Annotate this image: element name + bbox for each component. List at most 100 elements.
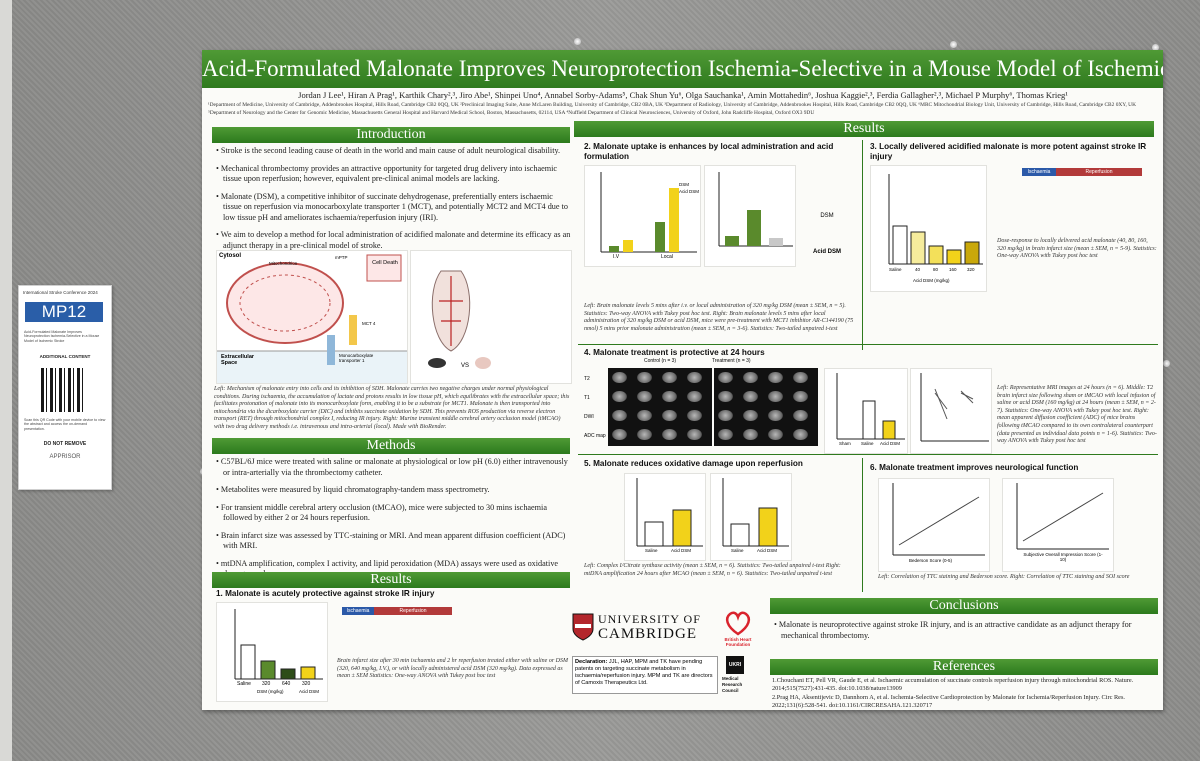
result1-caption: Brain infarct size after 30 min ischaemi…: [337, 658, 568, 680]
sign-code: MP12: [25, 302, 103, 322]
result1-x-label: 320: [302, 681, 311, 687]
row-divider: [578, 344, 1158, 345]
result2-mct1-inhibitor-chart: [704, 165, 796, 267]
methods-bullet: • Metabolites were measured by liquid ch…: [216, 485, 490, 494]
sign-scan-text: Scan this QR Code with your mobile devic…: [24, 418, 106, 431]
declaration-label: Declaration:: [575, 659, 608, 665]
reperfusion-bar: Reperfusion: [1056, 168, 1142, 176]
reference-item: 2.Prag HA, Aksentijevic D, Dannhorn A, e…: [772, 694, 1125, 709]
result3-x-label: 160: [949, 267, 957, 272]
result2-dsm-structure: DSM Acid DSM: [802, 175, 852, 265]
poster-authors: Jordan J Lee¹, Hiran A Prag¹, Karthik Ch…: [298, 90, 1068, 100]
result6-bederson-chart: Bederson Score (0-5): [878, 478, 990, 572]
mrc-logo-text: Medical Research Council: [722, 676, 743, 693]
result5-x-label: Acid DSM: [757, 548, 778, 553]
conclusions-bullets: • Malonate is neuroprotective against st…: [772, 620, 1156, 648]
mptp-label: mPTP: [335, 255, 348, 260]
result1-timeline: Ischaemia Reperfusion: [342, 607, 452, 619]
result1-x-group: Acid DSM: [299, 689, 320, 694]
result6-caption: Left: Correlation of TTC staining and Be…: [878, 574, 1130, 580]
result1-x-label: Saline: [237, 681, 251, 687]
methods-bullets: • C57BL/6J mice were treated with saline…: [214, 457, 572, 587]
result1-subheading: 1. Malonate is acutely protective agains…: [216, 589, 435, 598]
result4-group-control: Control (n = 3): [644, 358, 677, 364]
result1-infarct-chart: Saline 320 640 320 DSM (mg/kg) Acid DSM: [216, 602, 328, 702]
result4-x-label: Saline: [861, 441, 874, 446]
result3-x-label: 80: [933, 267, 939, 272]
mri-row-label: T2: [584, 376, 590, 382]
declaration-text: JJL, HAP, MPM and TK have pending patent…: [575, 659, 713, 686]
ischaemia-bar: Ischaemia: [1022, 168, 1056, 176]
qr-code[interactable]: [41, 368, 85, 412]
result2-malonate-iv-local-chart: I.V Local DSM Acid DSM: [584, 165, 701, 267]
mri-row-label: T1: [584, 395, 590, 401]
result4-x-label: Sham: [839, 441, 851, 446]
sign-additional-content: ADDITIONAL CONTENT: [39, 354, 91, 359]
mri-row-label: DWI: [584, 414, 594, 420]
column-divider: [862, 140, 863, 350]
result5-caption: Left: Complex I/Citrate synthase activit…: [584, 563, 841, 577]
dsm-structure-label: DSM: [820, 213, 834, 219]
push-pin-icon: [1163, 360, 1170, 367]
introduction-bullets: • Stroke is the second leading cause of …: [214, 146, 572, 258]
board-frame: [0, 0, 12, 761]
extracellular-label: Extracellular Space: [221, 354, 255, 366]
result3-x-label: 320: [967, 267, 975, 272]
sign-abstract-title: Acid-Formulated Malonate Improves Neurop…: [24, 330, 100, 343]
push-pin-icon: [574, 38, 581, 45]
conclusion-bullet: • Malonate is neuroprotective against st…: [774, 620, 1132, 640]
push-pin-icon: [950, 41, 957, 48]
ischaemia-bar: Ischaemia: [342, 607, 374, 615]
result4-adc-chart: [910, 368, 992, 454]
results-heading-right: Results: [574, 121, 1154, 137]
session-sign-card: International Stroke Conference 2024 MP1…: [18, 285, 112, 490]
result1-x-label: 320: [262, 681, 271, 687]
mri-images-treatment: [714, 368, 818, 446]
methods-bullet: • For transient middle cerebral artery o…: [216, 502, 547, 523]
result5-complex-i-chart: Saline Acid DSM: [624, 473, 706, 561]
result2-x-label: I.V: [613, 254, 620, 260]
mct4-label: MCT 4: [362, 321, 376, 326]
declaration-box: Declaration: JJL, HAP, MPM and TK have p…: [572, 656, 718, 694]
push-pin-icon: [1152, 44, 1159, 51]
methods-bullet: • C57BL/6J mice were treated with saline…: [216, 457, 568, 477]
result2-subheading: 2. Malonate uptake is enhances by local …: [584, 142, 834, 161]
bhf-logo-text: British Heart Foundation: [724, 637, 752, 647]
result3-dose-response-chart: Saline 40 80 160 320 Acid DSM (mg/kg): [870, 165, 987, 292]
intro-bullet: • Malonate (DSM), a competitive inhibito…: [216, 191, 568, 222]
result6-x-label: Bederson Score (0-5): [909, 558, 953, 563]
cambridge-crest-icon: [572, 613, 594, 641]
mct1-label: Monocarboxylate transporter 1: [339, 353, 374, 363]
methods-bullet: • Brain infarct size was assessed by TTC…: [216, 530, 566, 551]
result4-subheading: 4. Malonate treatment is protective at 2…: [584, 348, 765, 357]
intro-bullet: • Mechanical thrombectomy provides an at…: [216, 163, 558, 184]
poster-title: Acid-Formulated Malonate Improves Neurop…: [202, 50, 1163, 88]
result2-caption: Left: Brain malonate levels 5 mins after…: [584, 303, 854, 332]
result2-legend-dsm: DSM: [679, 182, 689, 187]
result4-x-label: Acid DSM: [880, 441, 901, 446]
poster-affiliations: ¹Department of Medicine, University of C…: [208, 102, 1136, 116]
acid-dsm-structure-label: Acid DSM: [812, 249, 841, 255]
result2-legend-acid-dsm: Acid DSM: [679, 189, 700, 194]
result5-subheading: 5. Malonate reduces oxidative damage upo…: [584, 459, 803, 468]
result3-subheading: 3. Locally delivered acidified malonate …: [870, 142, 1147, 161]
result2-x-label: Local: [661, 254, 673, 260]
methods-heading: Methods: [212, 438, 570, 454]
sign-do-not-remove: DO NOT REMOVE: [43, 441, 87, 447]
references-heading: References: [770, 659, 1158, 675]
cambridge-line2: CAMBRIDGE: [598, 626, 698, 642]
result4-t2-infarct-chart: Sham Saline Acid DSM: [824, 368, 908, 454]
sign-sponsor-logo: APPRISOR: [49, 454, 81, 460]
research-poster: Acid-Formulated Malonate Improves Neurop…: [202, 50, 1163, 710]
mitochondrion-label: Mitochondrion: [269, 261, 298, 266]
result4-row-labels: T2 T1 DWI ADC map: [584, 370, 608, 446]
result6-subheading: 6. Malonate treatment improves neurologi…: [870, 463, 1079, 472]
result3-x-group: Acid DSM (mg/kg): [913, 278, 950, 283]
mri-images-control: [608, 368, 712, 446]
malonate-mechanism-figure: Cytosol Mitochondrion Cell Death mPTP Ex…: [216, 250, 408, 384]
introduction-heading: Introduction: [212, 127, 570, 143]
reference-item: 1.Chouchani ET, Pell VR, Gaude E, et al.…: [772, 677, 1134, 692]
results-heading-left: Results: [212, 572, 570, 588]
result5-x-label: Saline: [645, 548, 658, 553]
result3-x-label: Saline: [889, 267, 902, 272]
